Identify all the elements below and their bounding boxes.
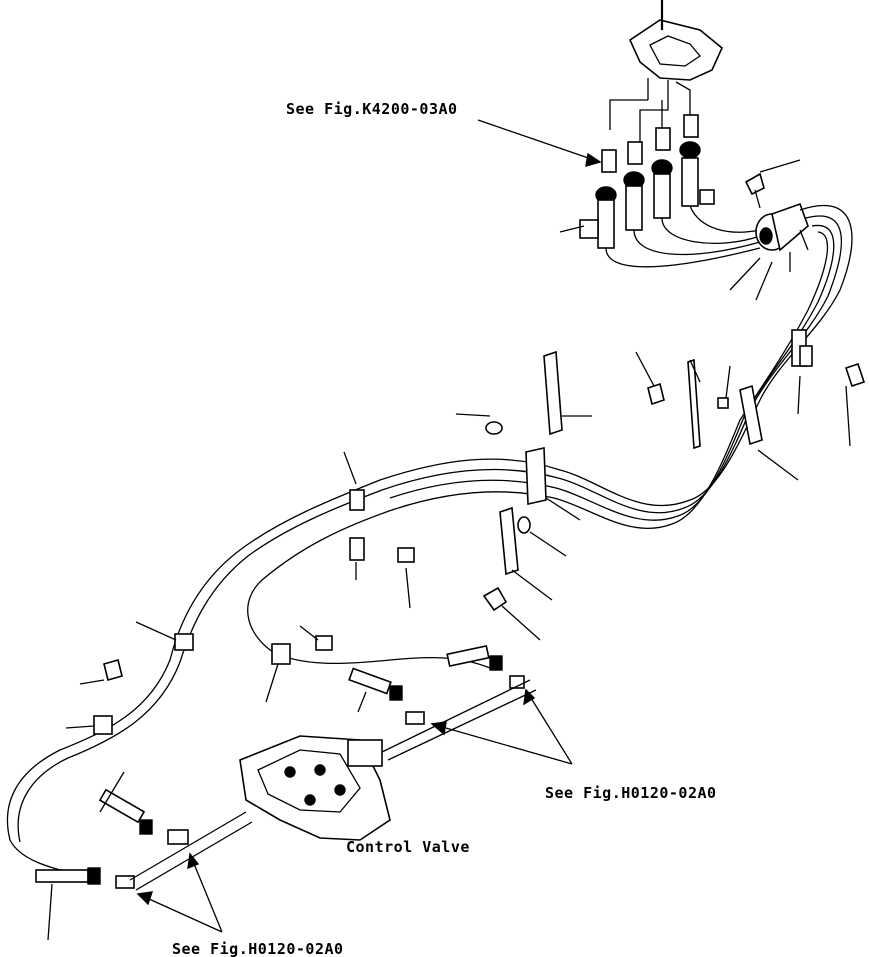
grommet-clamp (744, 172, 809, 252)
control-valve (129, 679, 537, 891)
lower-fittings (35, 645, 525, 889)
ref-label-k4200: See Fig.K4200-03A0 (286, 100, 458, 118)
pilot-fittings (579, 114, 715, 249)
right-clamps (739, 329, 866, 446)
ref-label-h0120-bottom: See Fig.H0120-02A0 (172, 940, 344, 957)
pilot-valve-assembly (609, 0, 723, 150)
leader-lines (47, 119, 851, 941)
control-valve-label: Control Valve (346, 838, 470, 856)
middle-bracket (482, 350, 729, 612)
left-clamps (93, 489, 415, 735)
main-hose-bundle (6, 204, 853, 876)
upper-hoses (605, 205, 761, 268)
ref-label-h0120-right: See Fig.H0120-02A0 (545, 784, 717, 802)
